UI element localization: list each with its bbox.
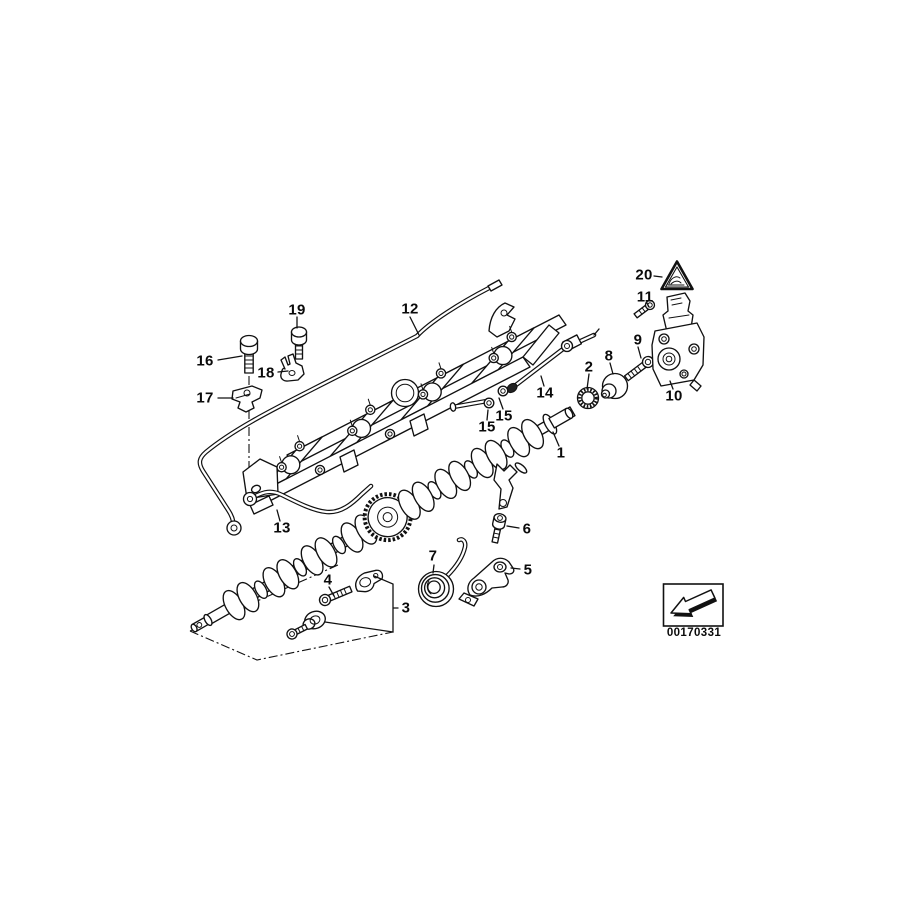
o-ring-15-a xyxy=(497,385,509,397)
intermediate-fork-lever xyxy=(493,462,528,510)
vibration-damper-8 xyxy=(600,372,629,400)
small-bolt xyxy=(286,623,309,640)
callout-part-17: 17 xyxy=(196,389,214,407)
vent-pipe-12 xyxy=(197,279,503,536)
oil-pipe-14 xyxy=(449,328,600,412)
callout-part-14: 14 xyxy=(536,384,554,402)
bolt-9 xyxy=(623,355,655,382)
warning-triangle-icon xyxy=(660,260,694,291)
callout-part-19: 19 xyxy=(288,301,306,319)
solenoid-valve-10 xyxy=(651,292,705,392)
callout-part-16: 16 xyxy=(196,352,214,370)
rocker-housing-assembly xyxy=(242,302,567,515)
callout-part-4: 4 xyxy=(323,571,333,589)
bolt-19 xyxy=(290,326,308,360)
bolt-11 xyxy=(633,299,656,319)
callout-part-1: 1 xyxy=(556,444,566,462)
callout-part-2: 2 xyxy=(584,358,594,376)
callout-part-3: 3 xyxy=(401,599,411,617)
bearing-sleeve-2 xyxy=(576,386,600,410)
callout-part-15-b: 15 xyxy=(478,418,496,436)
torsion-spring-7 xyxy=(417,537,468,608)
oil-pipe-13 xyxy=(242,483,374,515)
bolt-6 xyxy=(491,513,507,544)
callout-part-10: 10 xyxy=(665,387,683,405)
callout-part-6: 6 xyxy=(522,520,532,538)
clamp-bracket xyxy=(355,569,384,593)
callout-part-13: 13 xyxy=(273,519,291,537)
direction-arrow-icon xyxy=(662,583,724,627)
o-ring-15-b xyxy=(483,397,495,409)
mounting-kit-3 xyxy=(286,569,384,640)
callout-leaders xyxy=(217,275,674,633)
bolt-16 xyxy=(239,334,259,374)
callout-part-15-a: 15 xyxy=(495,407,513,425)
bolt-4 xyxy=(318,585,353,607)
callout-part-18: 18 xyxy=(257,364,275,382)
callout-part-8: 8 xyxy=(604,347,614,365)
callout-part-20: 20 xyxy=(635,266,653,284)
housing-stud-bolts xyxy=(276,325,517,476)
callout-part-7: 7 xyxy=(428,547,438,565)
callout-part-11: 11 xyxy=(636,288,654,306)
camshaft-gear xyxy=(362,492,413,543)
camshaft xyxy=(190,406,576,633)
callout-part-9: 9 xyxy=(633,331,643,349)
diagram-code: 00170331 xyxy=(666,627,722,639)
callout-part-12: 12 xyxy=(401,300,419,318)
callout-part-5: 5 xyxy=(523,561,533,579)
oscillating-lever-5 xyxy=(458,557,515,607)
bracket-18 xyxy=(280,353,305,382)
bracket-17 xyxy=(231,385,263,413)
